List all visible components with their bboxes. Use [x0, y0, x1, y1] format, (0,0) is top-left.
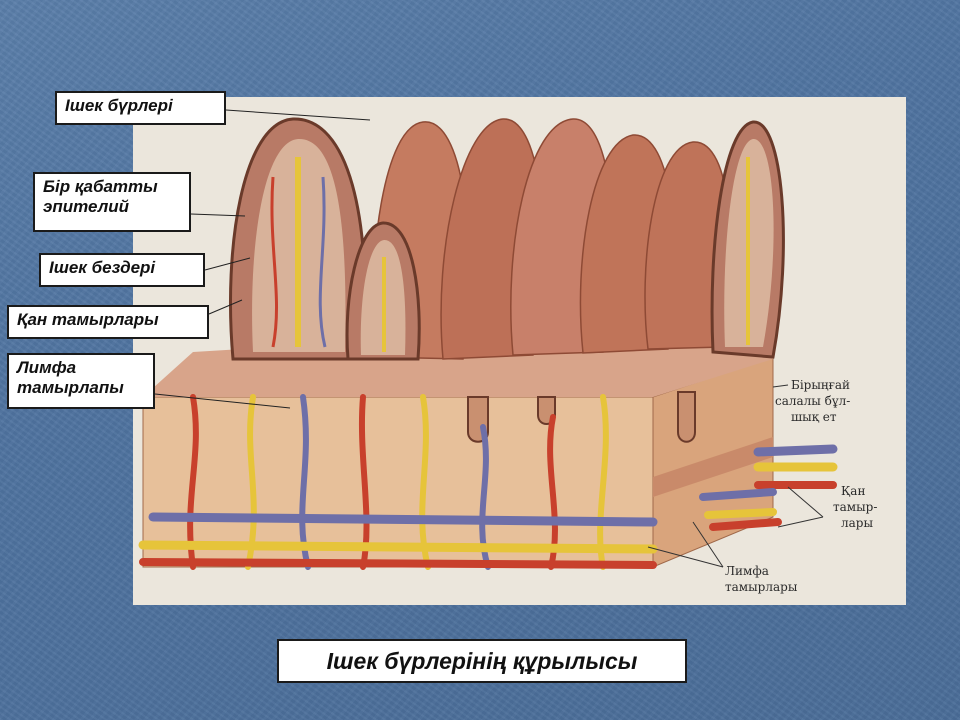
label-epithelium: Бір қабатты эпителий — [33, 172, 191, 232]
villi-group — [229, 117, 785, 361]
label-glands: Ішек бездері — [39, 253, 205, 287]
fig-muscle-line1: Бірыңғай — [791, 378, 850, 392]
vessels — [138, 394, 838, 570]
pointer-lines — [647, 384, 824, 568]
label-lymph-vessels: Лимфа тамырлапы — [7, 353, 155, 409]
muscle-layer — [653, 437, 773, 497]
intestinal-villi-illustration: Бірыңғай салалы бұл- шық ет Қан тамыр- л… — [133, 97, 906, 605]
fig-blood-line2: тамыр- — [833, 500, 877, 514]
fig-muscle-line2: салалы бұл- — [775, 394, 850, 408]
fig-lymph-line2: тамырлары — [725, 580, 798, 594]
fig-blood-line3: лары — [841, 516, 873, 530]
label-blood-vessels: Қан тамырлары — [7, 305, 209, 339]
fig-lymph-line1: Лимфа — [725, 564, 769, 578]
fig-muscle-line3: шық ет — [791, 410, 837, 424]
label-villi: Ішек бүрлері — [55, 91, 226, 125]
fig-blood-line1: Қан — [841, 484, 865, 498]
slide-title: Ішек бүрлерінің құрылысы — [277, 639, 687, 683]
